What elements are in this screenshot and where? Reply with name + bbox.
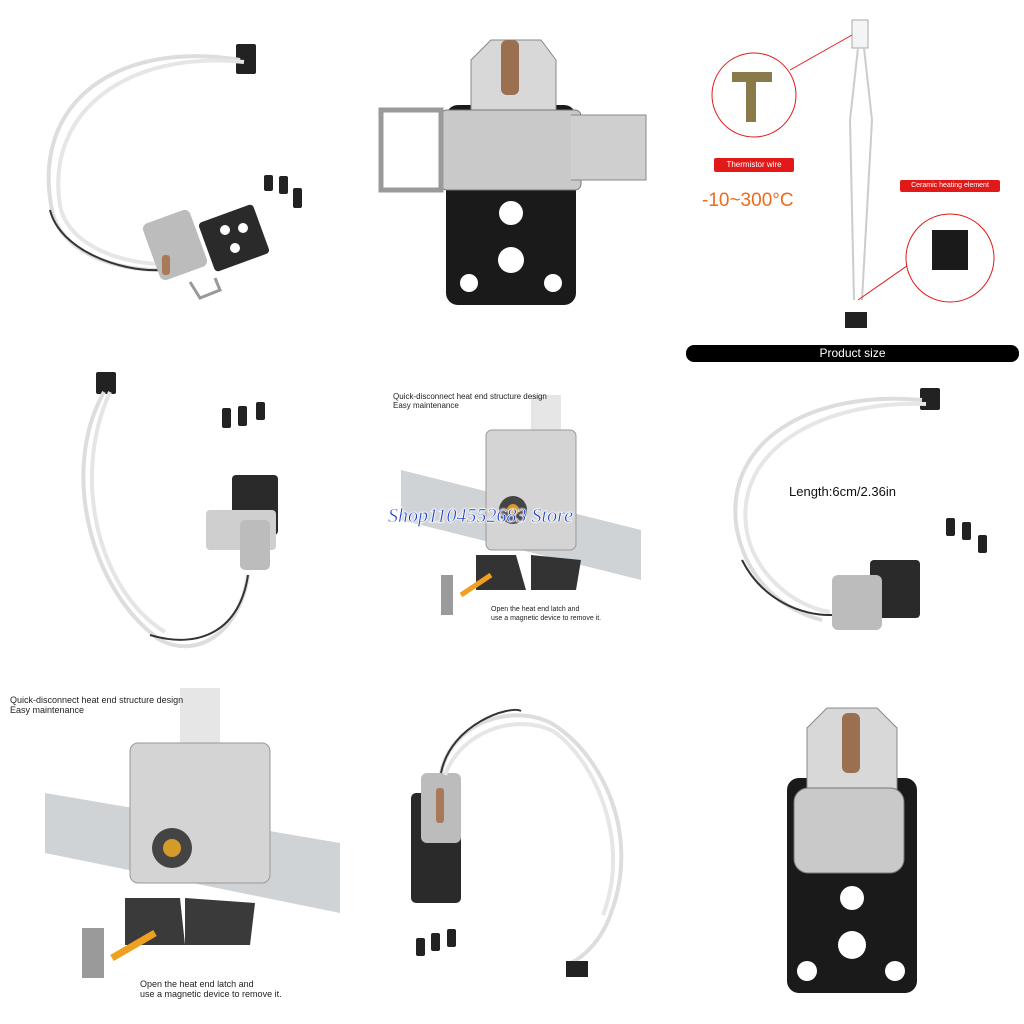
product-photo-cable-assembly (0, 0, 341, 341)
latch-note-line2-2: use a magnetic device to remove it. (140, 989, 282, 999)
connector-icon (96, 372, 116, 394)
spec-panel: Thermistor wire -10~300°C Ceramic heatin… (682, 0, 1023, 341)
connector-icon (236, 44, 256, 74)
thermistor-label: Thermistor wire (714, 158, 794, 172)
product-photo-bracket-closeup (341, 0, 682, 341)
quick-disconnect-title-2: Quick-disconnect heat end structure desi… (10, 695, 184, 705)
product-photo-cable-assembly-3 (341, 683, 682, 1024)
product-photo-installed: Quick-disconnect heat end structure desi… (341, 360, 682, 701)
latch-note-line2: use a magnetic device to remove it. (491, 615, 602, 622)
connector-icon (845, 312, 867, 328)
connector-icon (920, 388, 940, 410)
product-photo-bracket-closeup-2 (682, 683, 1023, 1024)
easy-maintenance-subtitle: Easy maintenance (393, 401, 459, 410)
ceramic-label: Ceramic heating element (900, 180, 1000, 192)
latch-note-line1: Open the heat end latch and (491, 606, 580, 613)
connector-icon (566, 961, 588, 977)
quick-disconnect-title: Quick-disconnect heat end structure desi… (393, 392, 547, 401)
length-label: Length:6cm/2.36in (789, 484, 896, 499)
temperature-range: -10~300°C (702, 190, 794, 211)
latch-note-line1-2: Open the heat end latch and (140, 979, 254, 989)
product-photo-installed-large: Quick-disconnect heat end structure desi… (0, 683, 341, 1024)
store-watermark: Shop1104552683 Store (388, 505, 574, 528)
product-photo-length: Length:6cm/2.36in (682, 360, 1023, 701)
product-photo-cable-assembly-2 (0, 360, 341, 701)
product-size-bar: Product size (686, 345, 1019, 362)
easy-maintenance-subtitle-2: Easy maintenance (10, 705, 85, 715)
